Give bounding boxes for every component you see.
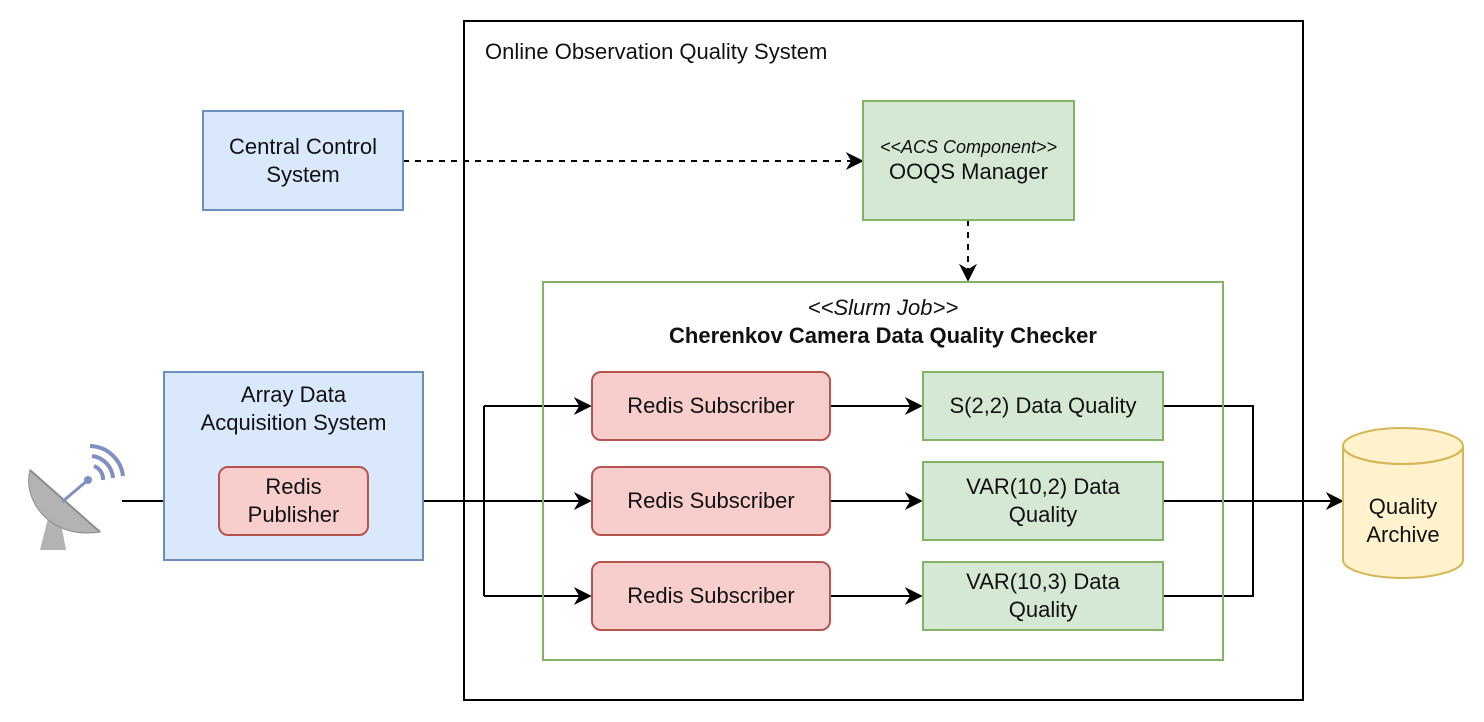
checker-stereotype: <<Slurm Job>> <box>807 295 959 320</box>
quality-check-var103: VAR(10,3) Data Quality <box>922 561 1164 631</box>
subscriber-1-label: Redis Subscriber <box>627 393 795 418</box>
checker-header: <<Slurm Job>> Cherenkov Camera Data Qual… <box>542 294 1224 350</box>
satellite-dish-icon <box>28 444 125 550</box>
central-control-line1: Central Control <box>229 133 377 159</box>
adas-line1: Array Data <box>240 382 347 407</box>
redis-subscriber-2: Redis Subscriber <box>591 466 831 536</box>
central-control-system: Central Control System <box>202 110 404 211</box>
archive-line2: Archive <box>1366 522 1440 547</box>
redis-subscriber-1: Redis Subscriber <box>591 371 831 441</box>
quality-check-var102: VAR(10,2) Data Quality <box>922 461 1164 541</box>
ooqs-manager: <<ACS Component>> OOQS Manager <box>862 100 1075 221</box>
archive-line1: Quality <box>1368 494 1438 519</box>
quality-3-line2: Quality <box>1008 597 1078 622</box>
publisher-line1: Redis <box>265 474 322 499</box>
redis-publisher: Redis Publisher <box>218 466 369 536</box>
quality-2-line2: Quality <box>1008 502 1078 527</box>
subscriber-2-label: Redis Subscriber <box>627 488 795 513</box>
checker-name: Cherenkov Camera Data Quality Checker <box>669 323 1097 348</box>
subscriber-3-label: Redis Subscriber <box>627 583 795 608</box>
checker-container <box>542 281 1224 661</box>
publisher-line2: Publisher <box>247 502 340 527</box>
quality-2-line1: VAR(10,2) Data <box>966 474 1120 499</box>
central-control-line2: System <box>266 161 340 187</box>
quality-1-line1: S(2,2) Data Quality <box>949 393 1137 418</box>
database-cylinder-icon <box>1342 427 1464 579</box>
array-data-acquisition-system: Array Data Acquisition System <box>163 371 424 561</box>
quality-archive-label: Quality Archive <box>1343 486 1463 556</box>
quality-check-s22: S(2,2) Data Quality <box>922 371 1164 441</box>
manager-name: OOQS Manager <box>889 158 1048 184</box>
quality-3-line1: VAR(10,3) Data <box>966 569 1120 594</box>
redis-subscriber-3: Redis Subscriber <box>591 561 831 631</box>
manager-stereotype: <<ACS Component>> <box>879 136 1058 157</box>
oqs-container <box>463 20 1304 701</box>
adas-line2: Acquisition System <box>200 410 387 435</box>
oqs-title: Online Observation Quality System <box>485 39 828 64</box>
